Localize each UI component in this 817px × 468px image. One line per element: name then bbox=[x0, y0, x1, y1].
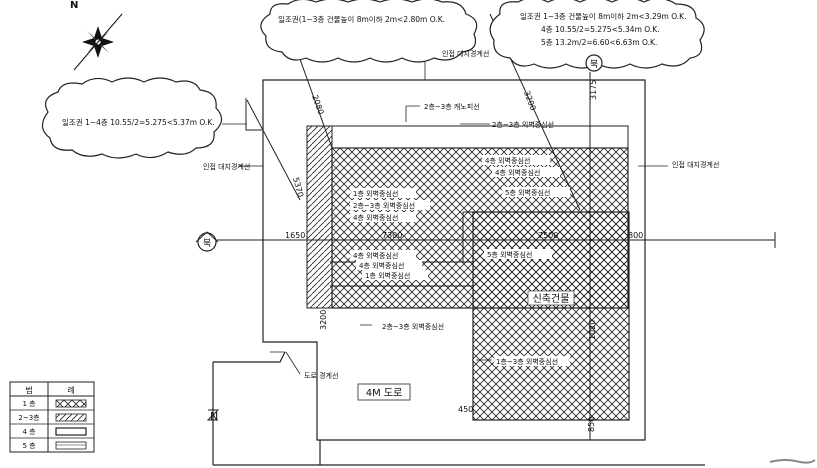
road-outline bbox=[212, 351, 705, 466]
sun-angle-mark bbox=[245, 98, 262, 131]
dim-7300: 7300 bbox=[382, 231, 402, 240]
svg-text:2층~3층 외벽중심선: 2층~3층 외벽중심선 bbox=[353, 201, 415, 210]
legend: 범 례 1 층 2~3층 4 층 5 층 bbox=[9, 381, 95, 453]
label-adjacent-boundary-top: 인접 대지경계선 bbox=[442, 49, 489, 58]
label-road: 4M 도로 bbox=[366, 388, 403, 399]
svg-text:5층 외벽중심선: 5층 외벽중심선 bbox=[487, 250, 532, 259]
dim-1020: 1020 bbox=[588, 320, 597, 340]
svg-text:1층 외벽중심선: 1층 외벽중심선 bbox=[353, 189, 398, 198]
svg-text:4층 외벽중심선: 4층 외벽중심선 bbox=[495, 168, 540, 177]
legend-header-floor: 범 bbox=[25, 385, 32, 395]
legend-row-2: 2~3층 bbox=[18, 413, 40, 422]
legend-swatch-3 bbox=[55, 427, 87, 436]
legend-header-symbol: 례 bbox=[67, 385, 74, 395]
sun-line-left bbox=[246, 99, 301, 201]
leader-lines bbox=[222, 52, 668, 375]
label-outer-wall-13: 1층~3층 외벽중심선 bbox=[496, 357, 558, 366]
dim-3200-left: 3200 bbox=[319, 310, 328, 330]
compass-icon bbox=[73, 13, 123, 71]
label-road-boundary: 도로 경계선 bbox=[304, 371, 338, 380]
north-marker-top: 북 bbox=[585, 54, 603, 72]
floor-2-3-hatch bbox=[306, 125, 333, 309]
compass-n-letter: N bbox=[70, 0, 78, 11]
dim-3175: 3175 bbox=[589, 80, 598, 100]
label-outer-wall-23-bottom: 2층~3층 외벽중심선 bbox=[382, 322, 444, 331]
svg-text:4층 외벽중심선: 4층 외벽중심선 bbox=[359, 261, 404, 270]
svg-text:1층 외벽중심선: 1층 외벽중심선 bbox=[365, 271, 410, 280]
dim-450: 450 bbox=[458, 405, 473, 414]
cloud-top-right-text-2: 4층 10.55/2=5.275<5.34m O.K. bbox=[541, 25, 660, 34]
legend-row-1: 1 층 bbox=[22, 399, 36, 408]
label-box-left-group: 1층 외벽중심선 2층~3층 외벽중심선 4층 외벽중심선 4층 외벽중심선 4… bbox=[350, 188, 430, 280]
smudge bbox=[769, 459, 816, 464]
legend-swatch-4 bbox=[55, 441, 87, 450]
label-outer-wall-23-top: 2층~3층 외벽중심선 bbox=[492, 120, 554, 129]
legend-row-4: 5 층 bbox=[22, 441, 36, 450]
cloud-top-mid bbox=[260, 0, 478, 63]
label-adjacent-boundary-left: 인접 대지경계선 bbox=[203, 162, 250, 171]
svg-text:북: 북 bbox=[203, 238, 211, 249]
legend-swatch-2 bbox=[55, 413, 87, 422]
svg-text:5층 외벽중심선: 5층 외벽중심선 bbox=[505, 188, 550, 197]
dim-800: 800 bbox=[628, 231, 643, 240]
cloud-left bbox=[41, 77, 223, 159]
dim-7500: 7500 bbox=[538, 231, 558, 240]
cloud-top-mid-text: 일조권(1~3층 건물높이 8m이하 2m<2.80m O.K. bbox=[278, 14, 445, 24]
label-new-building: 신축건물 bbox=[533, 293, 570, 305]
cloud-top-right-text-3: 5층 13.2m/2=6.60<6.63m O.K. bbox=[541, 38, 657, 47]
svg-text:4층 외벽중심선: 4층 외벽중심선 bbox=[353, 213, 398, 222]
dim-3200-top: 3200 bbox=[522, 90, 537, 112]
dim-850: 850 bbox=[587, 417, 596, 432]
cloud-left-text: 일조권 1~4층 10.55/2=5.275<5.37m O.K. bbox=[62, 118, 215, 127]
svg-text:4층 외벽중심선: 4층 외벽중심선 bbox=[485, 156, 530, 165]
legend-swatch-1 bbox=[55, 399, 87, 408]
outer-wall-lines bbox=[307, 125, 629, 312]
floor-1-mass-lower bbox=[472, 211, 630, 421]
site-boundary bbox=[262, 79, 646, 441]
svg-text:4층 외벽중심선: 4층 외벽중심선 bbox=[353, 251, 398, 260]
cloud-top-right bbox=[489, 0, 705, 69]
legend-row-3: 4 층 bbox=[22, 427, 36, 436]
road-n-letter: N bbox=[210, 410, 218, 423]
label-box-right-group: 4층 외벽중심선 4층 외벽중심선 5층 외벽중심선 5층 외벽중심선 bbox=[482, 155, 570, 259]
label-canopy-line: 2층~3층 캐노피선 bbox=[424, 102, 480, 111]
north-marker-left: 북 bbox=[195, 231, 219, 252]
cloud-top-right-text-1: 일조권 1~3층 건물높이 8m이하 2m<3.29m O.K. bbox=[520, 11, 686, 21]
svg-text:북: 북 bbox=[590, 59, 598, 70]
road-break-mark bbox=[206, 409, 220, 421]
label-adjacent-boundary-right: 인접 대지경계선 bbox=[672, 160, 719, 169]
dim-2080: 2080 bbox=[310, 94, 325, 116]
dim-1650: 1650 bbox=[285, 231, 305, 240]
